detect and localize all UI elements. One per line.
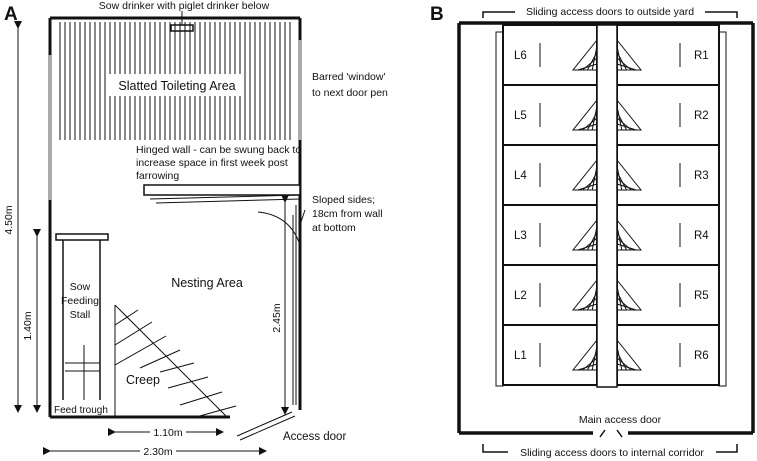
pen-l2: L2 bbox=[502, 264, 598, 326]
feed-trough-label: Feed trough bbox=[54, 405, 108, 416]
pen-label: R1 bbox=[694, 50, 709, 62]
sow-feeding-label-3: Stall bbox=[70, 309, 90, 321]
pen-label: L5 bbox=[514, 110, 527, 122]
pen-l1: L1 bbox=[502, 324, 598, 386]
pen-box bbox=[502, 144, 598, 206]
pen-r5: R5 bbox=[616, 264, 720, 326]
main-door-label: Main access door bbox=[579, 414, 662, 426]
access-door-label: Access door bbox=[283, 431, 346, 443]
pen-label: R5 bbox=[694, 290, 709, 302]
pen-r3: R3 bbox=[616, 144, 720, 206]
sow-drinker-label: Sow drinker with piglet drinker below bbox=[99, 0, 270, 12]
barred-window-label-2: to next door pen bbox=[312, 87, 388, 99]
hinged-wall-label-1: Hinged wall - can be swung back to bbox=[136, 144, 301, 156]
pen-label: L4 bbox=[514, 170, 527, 182]
access-door bbox=[236, 411, 296, 441]
building-walls bbox=[457, 21, 755, 435]
hinged-wall bbox=[143, 184, 301, 196]
pen-l4: L4 bbox=[502, 144, 598, 206]
dim-nest-height: 2.45m bbox=[271, 303, 283, 332]
sloped-pointer-curve bbox=[257, 211, 301, 246]
pen-r1: R1 bbox=[616, 24, 720, 86]
dim-total-height: 4.50m bbox=[3, 205, 15, 234]
central-corridor bbox=[596, 24, 618, 388]
slatted-floor bbox=[59, 22, 291, 140]
nesting-area-label: Nesting Area bbox=[171, 276, 243, 290]
pen-label: R4 bbox=[694, 230, 709, 242]
sliding-door-left bbox=[495, 31, 504, 387]
pen-label: R2 bbox=[694, 110, 709, 122]
pen-creep-hatch bbox=[571, 38, 598, 71]
pen-l3: L3 bbox=[502, 204, 598, 266]
panel-a: A Sow drinker with piglet drinker below … bbox=[3, 0, 388, 458]
sow-feeding-label-1: Sow bbox=[70, 281, 91, 293]
slatted-label-bg bbox=[108, 74, 244, 96]
panel-b: B Sliding access doors to outside yard M… bbox=[430, 4, 755, 459]
pen-r4: R4 bbox=[616, 204, 720, 266]
dim-door-width-bg bbox=[150, 425, 186, 439]
creep-area bbox=[114, 304, 237, 418]
sliding-door-right bbox=[718, 31, 727, 387]
hinged-wall-swing-1 bbox=[149, 194, 301, 200]
hinged-wall-label-3: farrowing bbox=[136, 170, 179, 182]
bottom-doors-label: Sliding access doors to internal corrido… bbox=[520, 447, 704, 459]
pen-creep-hatch bbox=[616, 98, 643, 131]
top-doors-label: Sliding access doors to outside yard bbox=[526, 6, 694, 18]
bottom-doors-bracket bbox=[482, 444, 738, 453]
pen-label: R3 bbox=[694, 170, 709, 182]
main-door-leaf-1 bbox=[599, 429, 606, 438]
pen-label: L3 bbox=[514, 230, 527, 242]
pen-label: R6 bbox=[694, 350, 709, 362]
panel-a-letter: A bbox=[4, 4, 18, 25]
dim-total-width: 2.30m bbox=[143, 446, 172, 458]
sloped-sides-label-3: at bottom bbox=[312, 222, 356, 234]
pen-l6: L6 bbox=[502, 24, 598, 86]
pen-label: L6 bbox=[514, 50, 527, 62]
dim-total-width-bg bbox=[140, 444, 176, 458]
sow-feeding-label-2: Feeding bbox=[61, 295, 99, 307]
pen-l5: L5 bbox=[502, 84, 598, 146]
barred-window-label-1: Barred 'window' bbox=[312, 71, 385, 83]
top-doors-bracket bbox=[482, 11, 738, 18]
pen-box bbox=[616, 84, 720, 146]
dimension-lines-a bbox=[14, 21, 289, 455]
sloped-sides-label-2: 18cm from wall bbox=[312, 208, 383, 220]
slatted-area-label: Slatted Toileting Area bbox=[118, 79, 235, 93]
main-door-leaf-2 bbox=[616, 429, 623, 438]
creep-label: Creep bbox=[126, 373, 160, 387]
dim-door-width: 1.10m bbox=[153, 427, 182, 439]
sloped-pointer-line bbox=[299, 209, 306, 226]
hinged-wall-swing-2 bbox=[155, 198, 301, 204]
hinged-wall-label-2: increase space in first week post bbox=[136, 157, 288, 169]
pen-r2: R2 bbox=[616, 84, 720, 146]
sloped-sides-label-1: Sloped sides; bbox=[312, 194, 375, 206]
panel-b-letter: B bbox=[430, 4, 444, 25]
pen-creep-hatch bbox=[571, 278, 598, 311]
sow-feeding-stall bbox=[55, 233, 109, 400]
pen-label: L1 bbox=[514, 350, 527, 362]
pen-label: L2 bbox=[514, 290, 527, 302]
dim-stall-height: 1.40m bbox=[22, 311, 34, 340]
pen-r6: R6 bbox=[616, 324, 720, 386]
